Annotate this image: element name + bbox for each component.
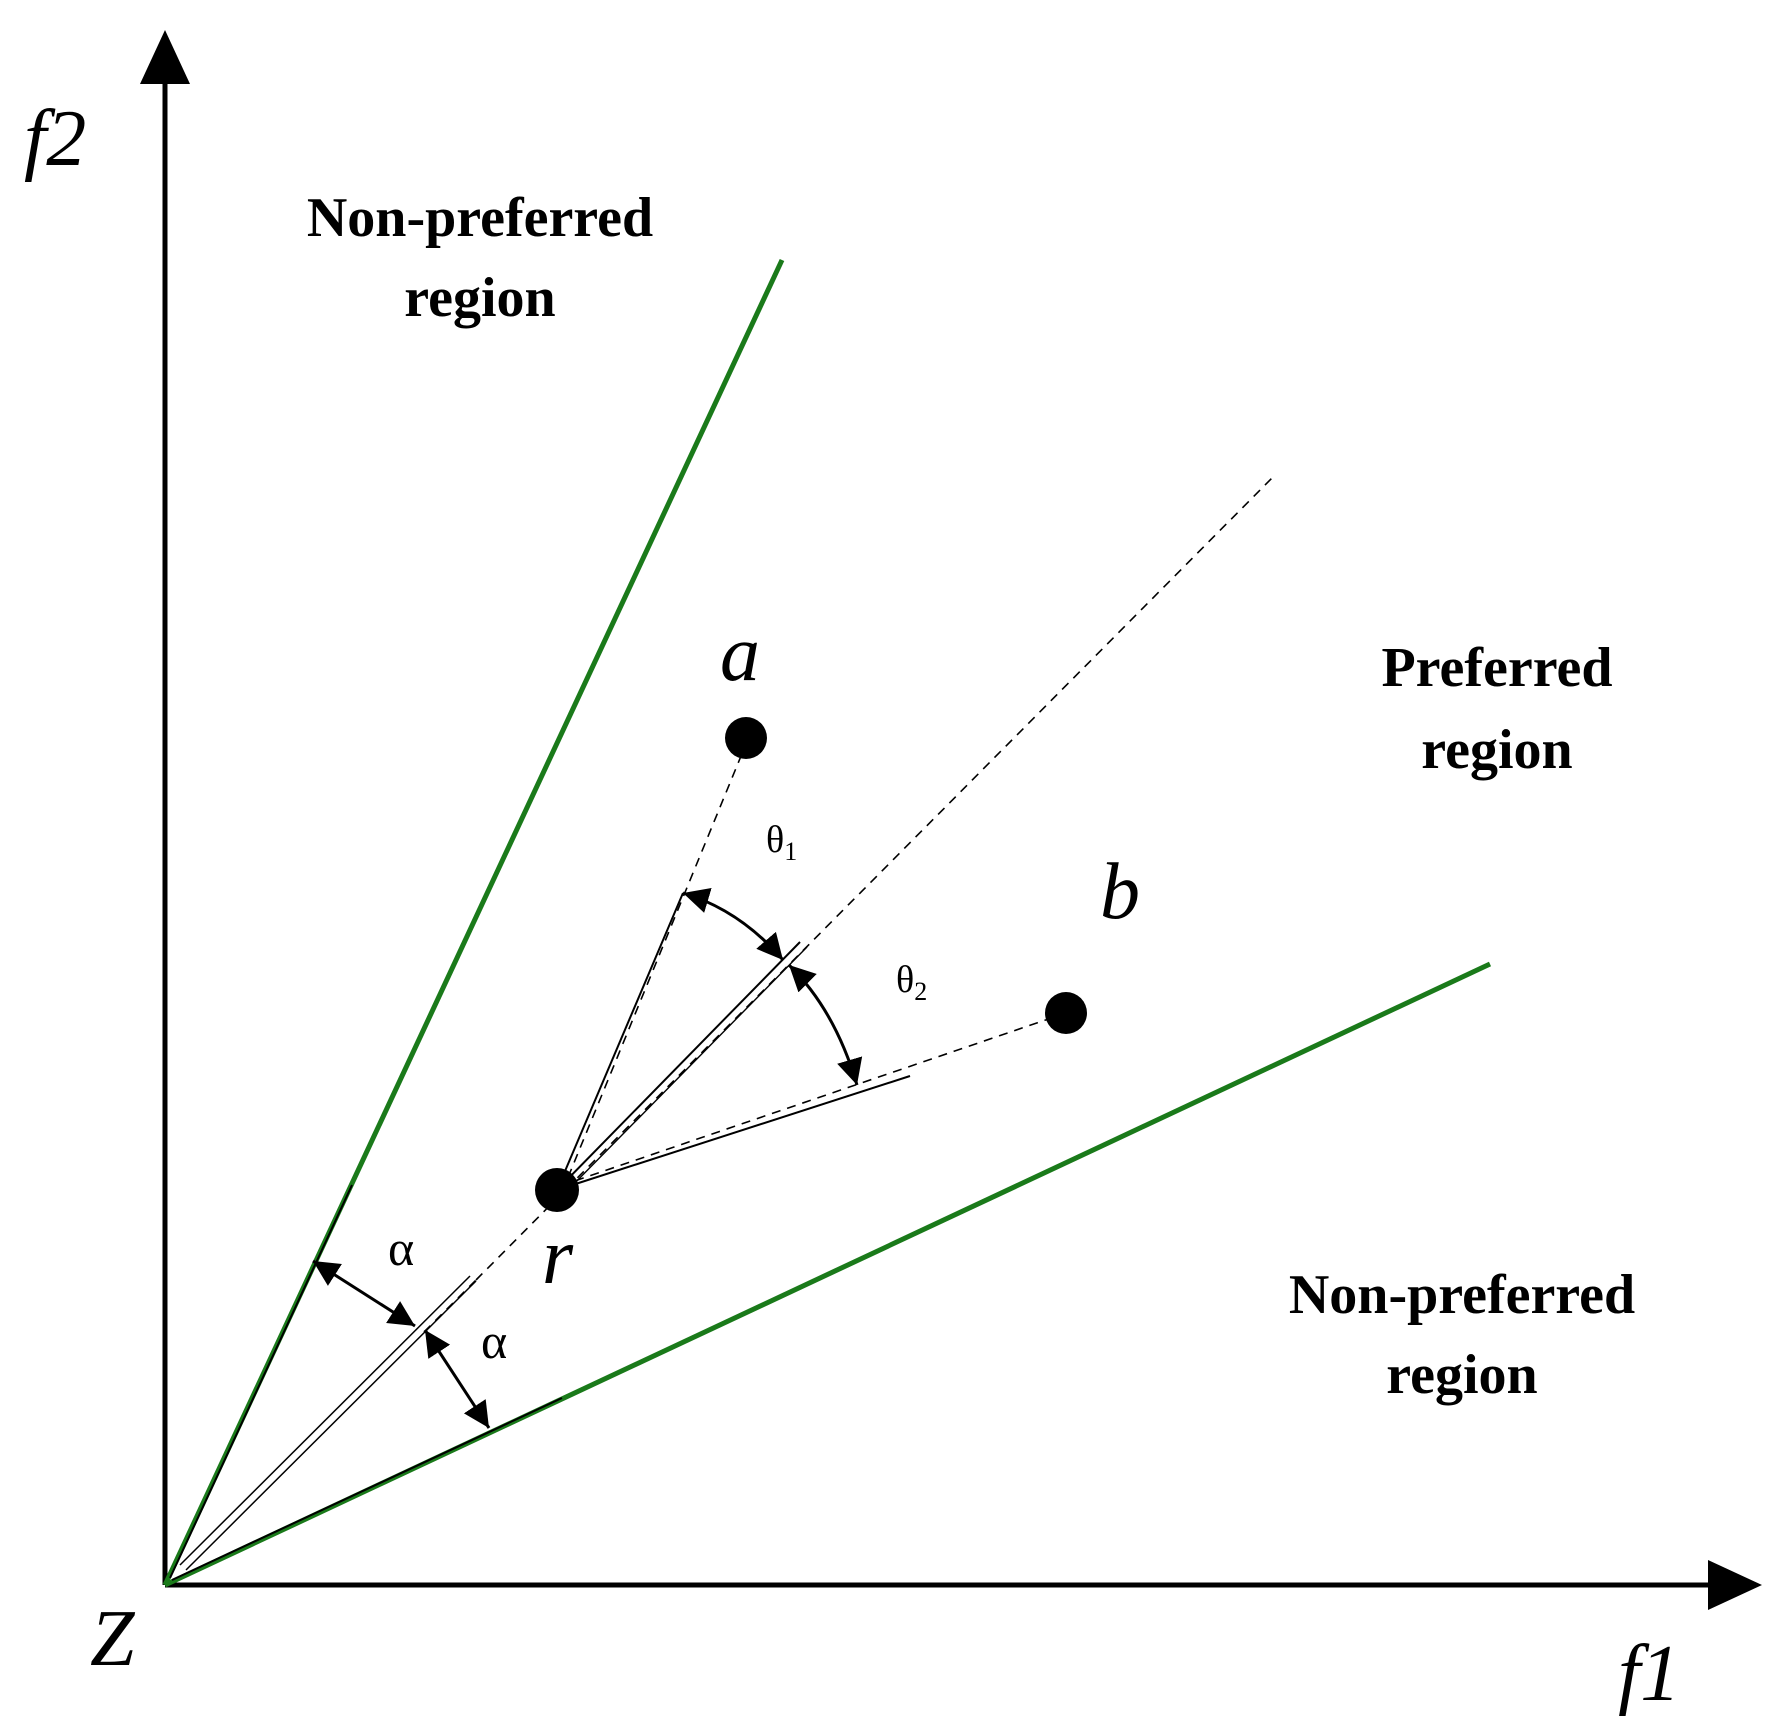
x-axis-label: f1 <box>1618 1630 1680 1716</box>
y-axis-label: f2 <box>24 95 86 183</box>
r-to-bisector-solid-b <box>562 946 808 1196</box>
upper-region-label-line1: Non-preferred <box>307 187 653 249</box>
preferred-region-label-line2: region <box>1421 719 1572 781</box>
theta1-label: θ1 <box>766 819 797 866</box>
point-a-marker <box>725 717 767 759</box>
alpha-lower-arrow <box>423 1329 491 1429</box>
theta2-symbol: θ <box>896 959 914 1001</box>
origin-label: Z <box>90 1595 136 1683</box>
lower-boundary-overlay <box>171 1397 563 1581</box>
r-to-a-solid <box>556 892 684 1191</box>
point-r-marker <box>535 1168 579 1212</box>
alpha-upper-arrow <box>312 1259 416 1328</box>
alpha-lower-label: α <box>481 1313 507 1369</box>
upper-boundary-line <box>162 258 785 1587</box>
r-to-a-dashed <box>561 738 749 1193</box>
point-b-label: b <box>1100 848 1140 936</box>
theta2-label: θ2 <box>896 959 927 1006</box>
theta2-subscript: 2 <box>914 977 927 1006</box>
point-r-label: r <box>542 1213 574 1301</box>
bisector-double-line-a <box>179 1275 471 1566</box>
r-to-b-dashed <box>559 1012 1067 1187</box>
point-b-marker <box>1045 992 1087 1034</box>
lower-region-label-line1: Non-preferred <box>1289 1264 1635 1326</box>
theta1-subscript: 1 <box>784 837 797 866</box>
reference-direction-line <box>475 477 1273 1281</box>
bisector-double-line-b <box>185 1280 477 1571</box>
upper-boundary-overlay <box>169 1184 353 1579</box>
upper-region-label-line2: region <box>404 267 555 329</box>
reference-direction-dash-near <box>423 1279 477 1333</box>
lower-region-label-line2: region <box>1386 1344 1537 1406</box>
r-to-b-solid <box>556 1075 911 1191</box>
theta1-arrow <box>682 887 785 961</box>
alpha-upper-label: α <box>388 1220 414 1276</box>
y-axis-arrowhead <box>140 30 190 84</box>
theta1-symbol: θ <box>766 819 784 861</box>
point-a-label: a <box>720 610 760 698</box>
preferred-region-label-line1: Preferred <box>1381 637 1612 699</box>
r-to-bisector-solid <box>556 941 801 1191</box>
theta2-arrow <box>787 963 863 1086</box>
lower-boundary-line <box>163 961 1492 1588</box>
x-axis-arrowhead <box>1708 1560 1762 1610</box>
